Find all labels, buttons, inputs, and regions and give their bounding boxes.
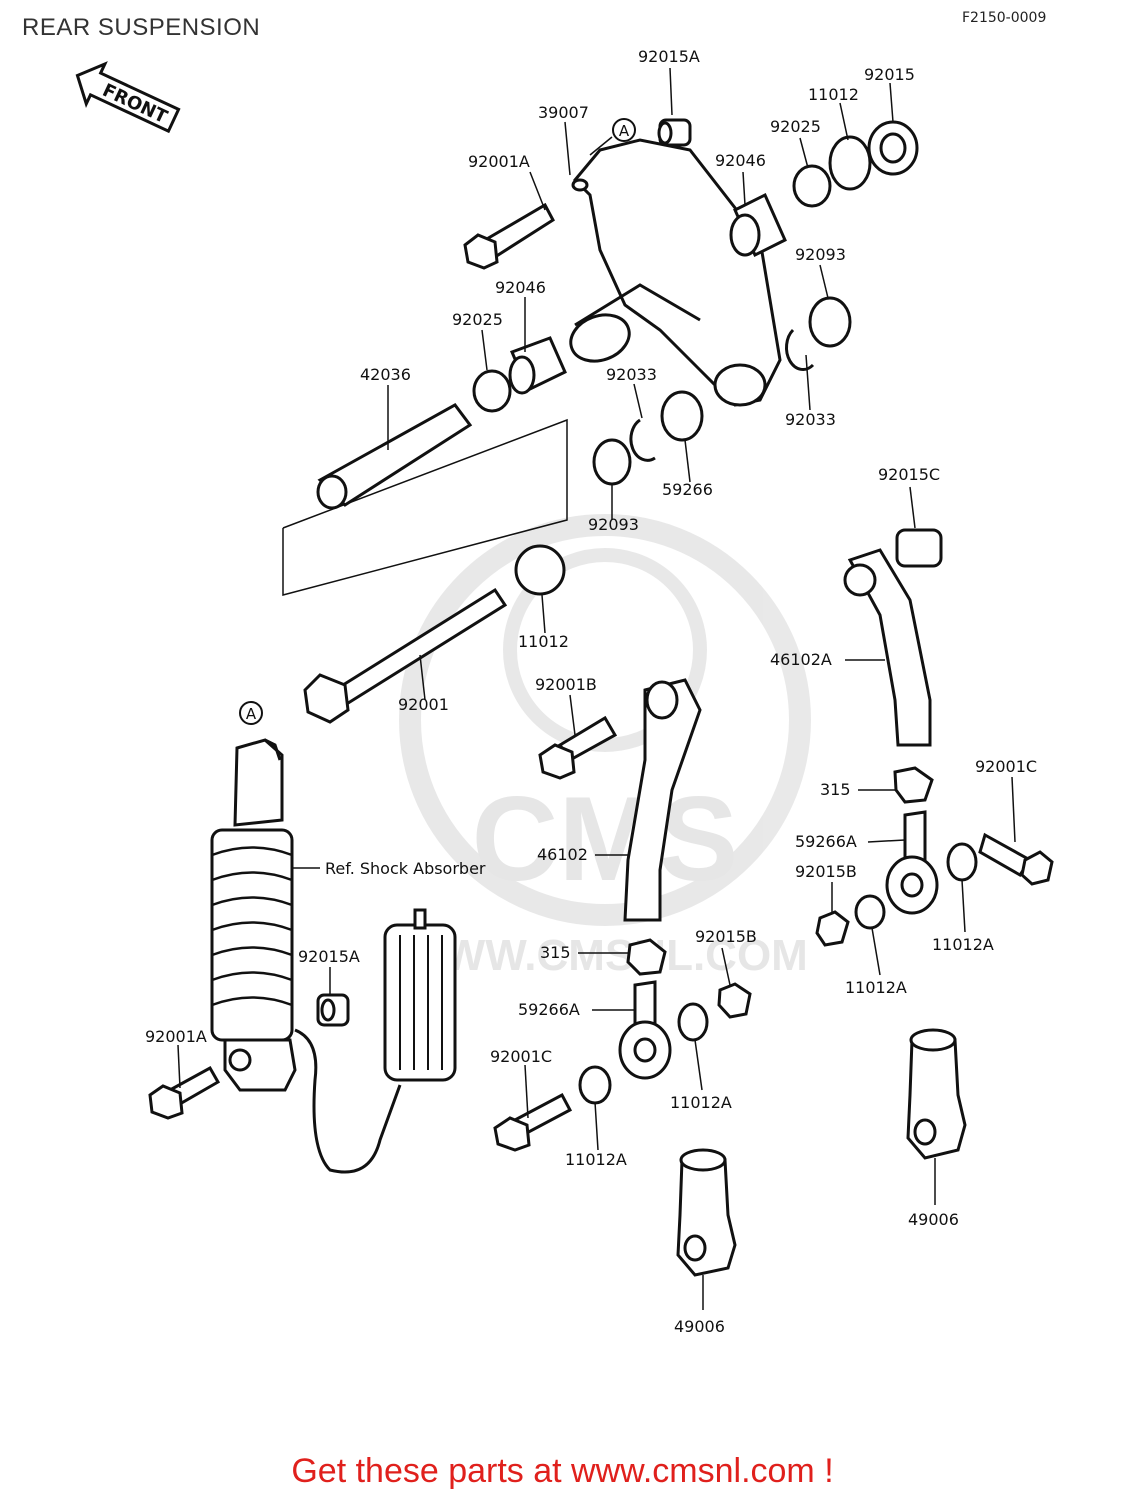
label-42036: 42036 xyxy=(360,365,411,384)
sleeve-42036 xyxy=(316,403,473,510)
label-46102a: 46102A xyxy=(770,650,832,669)
label-92015c: 92015C xyxy=(878,465,940,484)
label-49006-right: 49006 xyxy=(908,1210,959,1229)
rod-end-49006-center xyxy=(676,1148,737,1277)
link-46102 xyxy=(623,678,702,976)
label-315-center: 315 xyxy=(540,943,571,962)
label-92025-top: 92025 xyxy=(770,117,821,136)
label-59266: 59266 xyxy=(662,480,713,499)
bolt-92001a-top xyxy=(463,202,555,270)
link-46102a xyxy=(843,528,943,804)
upper-hardware xyxy=(657,118,919,371)
leader-lines xyxy=(177,67,1016,1310)
pivot-hardware xyxy=(472,336,704,596)
bolt-92001c-right xyxy=(978,832,1054,886)
label-92025-mid: 92025 xyxy=(452,310,503,329)
label-11012-top: 11012 xyxy=(808,85,859,104)
label-11012a-center-2: 11012A xyxy=(565,1150,627,1169)
svg-text:A: A xyxy=(619,122,630,140)
nut-92015a-lower xyxy=(316,993,350,1027)
label-11012a-center-1: 11012A xyxy=(670,1093,732,1112)
label-11012-low: 11012 xyxy=(518,632,569,651)
label-92033-right: 92033 xyxy=(785,410,836,429)
label-59266a-center: 59266A xyxy=(518,1000,580,1019)
label-92093-top: 92093 xyxy=(795,245,846,264)
label-92001c-center: 92001C xyxy=(490,1047,552,1066)
label-92015b-right: 92015B xyxy=(795,862,857,881)
page-title: REAR SUSPENSION xyxy=(22,14,261,41)
footer-link-text[interactable]: Get these parts at www.cmsnl.com ! xyxy=(291,1452,834,1490)
shock-absorber xyxy=(210,738,457,1174)
label-39007: 39007 xyxy=(538,103,589,122)
label-92046-mid: 92046 xyxy=(495,278,546,297)
label-92033-left: 92033 xyxy=(606,365,657,384)
label-92001a-low: 92001A xyxy=(145,1027,207,1046)
label-92046-top: 92046 xyxy=(715,151,766,170)
watermark-logo: CMS xyxy=(472,772,739,906)
callout-a-top: A xyxy=(589,118,636,156)
bolt-92001a-lower xyxy=(148,1065,221,1120)
label-92015a-top: 92015A xyxy=(638,47,700,66)
label-59266a-right: 59266A xyxy=(795,832,857,851)
assembly-bracket xyxy=(282,418,568,596)
label-92093-low: 92093 xyxy=(588,515,639,534)
label-11012a-right-1: 11012A xyxy=(932,935,994,954)
label-92001c-right: 92001C xyxy=(975,757,1037,776)
rocker-arm xyxy=(569,138,782,407)
bolt-92001 xyxy=(303,587,508,724)
rod-end-59266a-center xyxy=(578,980,752,1105)
label-49006-center: 49006 xyxy=(674,1317,725,1336)
watermark: CMS WWW.CMSNL.COM xyxy=(399,514,811,980)
part-labels: 92015A 39007 11012 92015 92025 92001A 92… xyxy=(145,47,1037,1336)
label-11012a-right-2: 11012A xyxy=(845,978,907,997)
bolt-92001b xyxy=(538,715,618,780)
label-92001a-top: 92001A xyxy=(468,152,530,171)
diagram-code: F2150-0009 xyxy=(962,10,1047,26)
watermark-url: WWW.CMSNL.COM xyxy=(402,931,808,980)
label-46102: 46102 xyxy=(537,845,588,864)
bolt-92001c-center xyxy=(493,1092,573,1152)
label-92015a-low: 92015A xyxy=(298,947,360,966)
callout-a-shock: A xyxy=(239,701,263,725)
label-92015: 92015 xyxy=(864,65,915,84)
label-92015b-center: 92015B xyxy=(695,927,757,946)
rod-end-49006-right xyxy=(906,1028,967,1160)
label-92001b: 92001B xyxy=(535,675,597,694)
label-315-right: 315 xyxy=(820,780,851,799)
ref-shock-absorber-note: Ref. Shock Absorber xyxy=(325,859,486,878)
front-arrow-icon: FRONT xyxy=(75,61,181,134)
svg-text:A: A xyxy=(246,705,257,723)
label-92001: 92001 xyxy=(398,695,449,714)
rod-end-59266a-right xyxy=(815,810,978,947)
